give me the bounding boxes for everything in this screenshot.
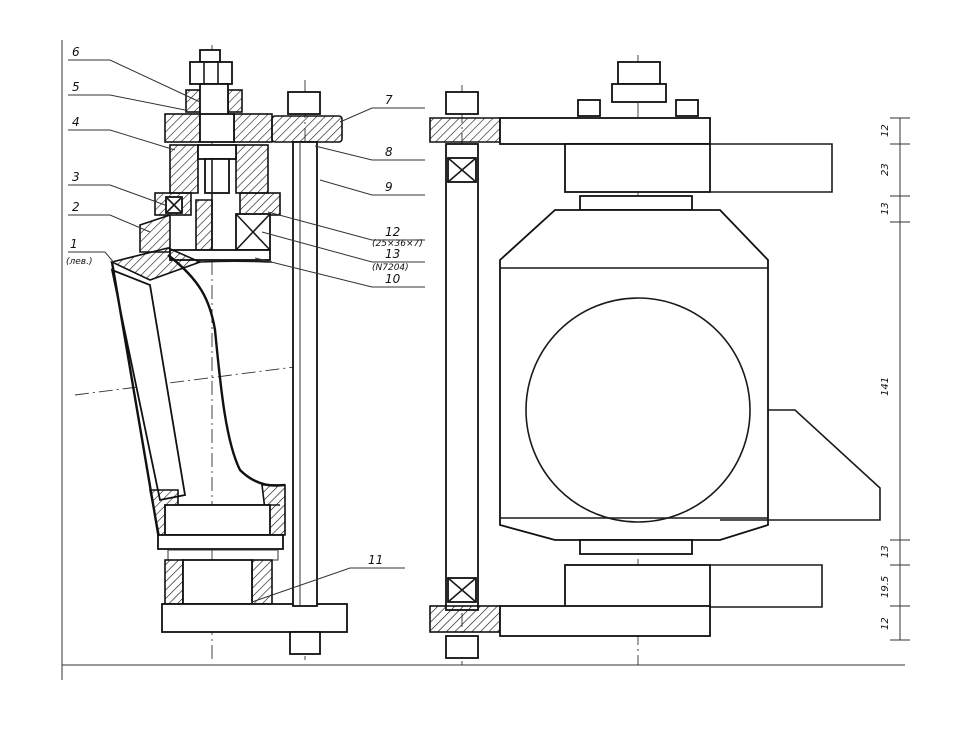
- lever-arm-part-1: [109, 247, 286, 550]
- callout-8: 8: [385, 145, 393, 159]
- callout-6: 6: [72, 45, 80, 59]
- top-crossbar: [429, 117, 833, 193]
- callout-12: 12: [385, 225, 400, 239]
- bearing-assembly: [139, 192, 281, 261]
- callout-5: 5: [72, 80, 80, 94]
- callout-4: 4: [72, 115, 80, 129]
- top-bolt-part-6: [185, 49, 243, 125]
- drawing-frame: [61, 40, 905, 680]
- callout-9: 9: [385, 180, 393, 194]
- dimension-lines: [890, 117, 910, 641]
- callout-3: 3: [72, 170, 80, 184]
- callout-13-spec: (N7204): [372, 263, 409, 273]
- tie-rod-part-9: [287, 91, 321, 655]
- dimension-23: 23: [880, 163, 891, 176]
- dimension-19-5: 19.5: [880, 576, 891, 598]
- callout-12-spec: (25×36×7): [372, 239, 423, 249]
- right-tie-rod: [445, 143, 479, 611]
- callout-1: 1: [70, 237, 78, 251]
- bottom-crossbar: [429, 564, 823, 659]
- dimension-13-top: 13: [880, 202, 891, 215]
- central-body: [499, 195, 881, 555]
- callout-1-note: (лев.): [66, 257, 92, 267]
- callout-11: 11: [368, 553, 383, 567]
- dimension-141: 141: [880, 377, 891, 396]
- top-plate: [164, 113, 343, 143]
- left-section-view: 6 5 4 3 2 1 (лев.) 7 8 9 12 (25×36×7) 13…: [66, 45, 425, 660]
- callout-7: 7: [385, 93, 393, 107]
- dimension-13-bottom: 13: [880, 545, 891, 558]
- top-nuts: [445, 61, 699, 117]
- dimension-12-bottom: 12: [880, 617, 891, 630]
- callout-10: 10: [385, 272, 401, 286]
- callout-13: 13: [385, 247, 400, 261]
- dimension-12-top: 12: [880, 124, 891, 137]
- callout-2: 2: [72, 200, 80, 214]
- lower-nut-part-11: [161, 549, 348, 633]
- callout-leaders: [68, 59, 425, 603]
- right-side-view: 12 23 13 141 13 19.5 12: [429, 55, 910, 665]
